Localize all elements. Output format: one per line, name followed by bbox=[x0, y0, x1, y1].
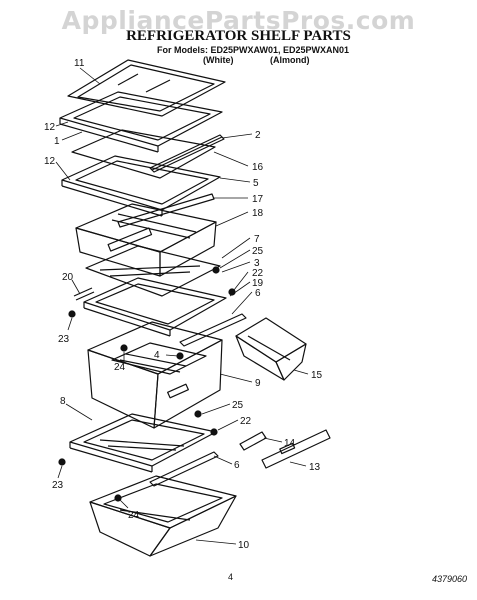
callout-22-upper: 22 bbox=[252, 268, 264, 279]
figure-number: 4379060 bbox=[432, 574, 468, 584]
callout-labels: 11 12 1 2 12 16 5 17 18 7 25 3 22 20 19 … bbox=[44, 58, 323, 551]
watermark: AppliancePartsPros.com bbox=[61, 6, 416, 35]
diagram-title: REFRIGERATOR SHELF PARTS bbox=[126, 28, 351, 44]
trim-rail bbox=[149, 134, 225, 173]
callout-24-upper: 24 bbox=[114, 362, 126, 373]
color-almond-label: (Almond) bbox=[270, 55, 310, 65]
lower-pan-cover bbox=[69, 413, 217, 473]
callout-15: 15 bbox=[311, 370, 323, 381]
callout-4: 4 bbox=[154, 350, 160, 361]
callout-18: 18 bbox=[252, 208, 264, 219]
shelf-frame-lower bbox=[61, 155, 221, 217]
glass-shelf-top bbox=[67, 59, 226, 117]
slide-rail bbox=[117, 193, 215, 228]
hardware-clips bbox=[58, 266, 236, 502]
crisper-pan-upper bbox=[75, 203, 217, 277]
callout-23-lower: 23 bbox=[52, 480, 64, 491]
callout-7: 7 bbox=[254, 234, 260, 245]
callout-6-lower: 6 bbox=[234, 460, 240, 471]
crisper-drawer-body bbox=[87, 321, 223, 429]
humidity-control bbox=[239, 429, 331, 469]
crisper-glass bbox=[85, 245, 221, 297]
callout-20: 20 bbox=[62, 272, 74, 283]
callout-1: 1 bbox=[54, 136, 60, 147]
callout-24-lower: 24 bbox=[128, 510, 140, 521]
page-number: 4 bbox=[228, 572, 234, 582]
callout-5: 5 bbox=[253, 178, 259, 189]
callout-12-upper: 12 bbox=[44, 122, 56, 133]
callout-14: 14 bbox=[284, 438, 296, 449]
callout-17: 17 bbox=[252, 194, 264, 205]
door-bin bbox=[235, 317, 307, 381]
callout-6-upper: 6 bbox=[255, 288, 261, 299]
rod-lower bbox=[149, 451, 219, 487]
callout-11: 11 bbox=[74, 58, 85, 69]
callout-10: 10 bbox=[238, 540, 250, 551]
callout-25-upper: 25 bbox=[252, 246, 264, 257]
callout-9: 9 bbox=[255, 378, 261, 389]
shelf-frame-upper bbox=[59, 91, 223, 153]
callout-23-upper: 23 bbox=[58, 334, 70, 345]
bottom-pan bbox=[89, 475, 237, 557]
callout-2: 2 bbox=[255, 130, 261, 141]
crisper-cover-frame bbox=[83, 277, 227, 337]
callout-8: 8 bbox=[60, 396, 66, 407]
callout-25-lower: 25 bbox=[232, 400, 244, 411]
callout-13: 13 bbox=[309, 462, 321, 473]
models-line: For Models: ED25PWXAW01, ED25PWXAN01 bbox=[157, 45, 350, 55]
callout-12-lower: 12 bbox=[44, 156, 56, 167]
callout-16: 16 bbox=[252, 162, 264, 173]
callout-3: 3 bbox=[254, 258, 260, 269]
callout-19: 19 bbox=[252, 278, 264, 289]
callout-22-lower: 22 bbox=[240, 416, 252, 427]
color-white-label: (White) bbox=[203, 55, 234, 65]
leader-lines bbox=[55, 67, 309, 545]
glass-panel-lower bbox=[71, 129, 216, 179]
side-rods bbox=[73, 287, 247, 347]
